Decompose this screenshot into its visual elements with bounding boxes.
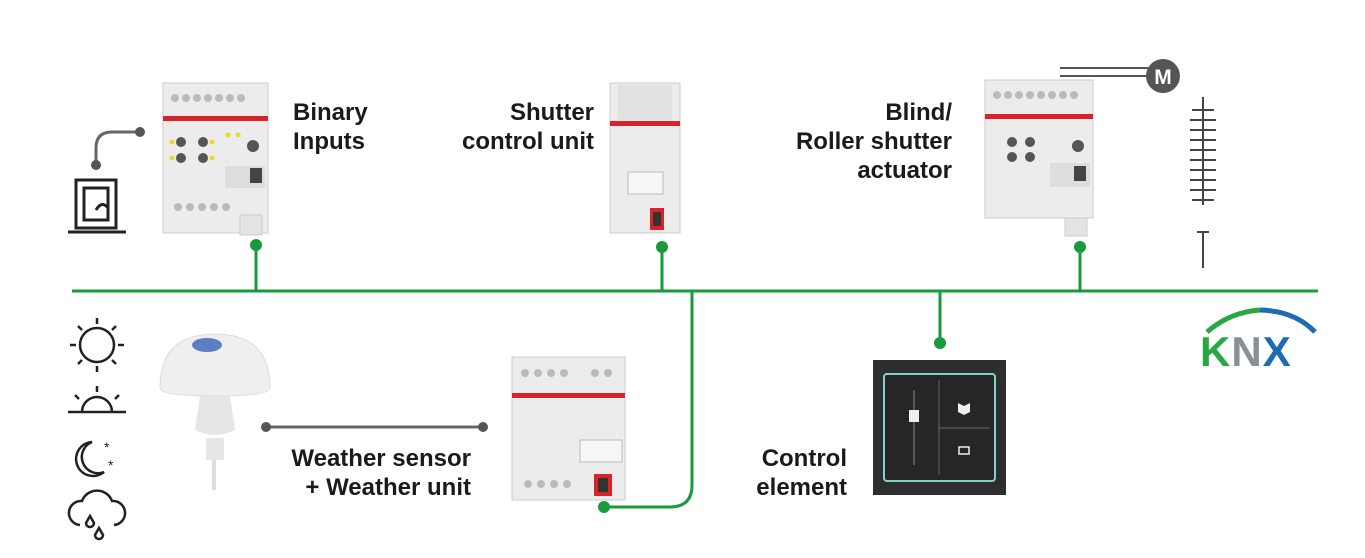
shutter-control-device bbox=[609, 82, 681, 234]
control-element-device bbox=[873, 360, 1006, 495]
blind-actuator-device bbox=[984, 79, 1094, 237]
binary-input-device bbox=[162, 82, 269, 236]
motor-icon bbox=[1060, 59, 1180, 93]
label-blind-actuator: Blind/ Roller shutter actuator bbox=[795, 99, 952, 184]
sunrise-icon bbox=[68, 386, 126, 414]
svg-text:*: * bbox=[108, 457, 114, 473]
bus-connection-dots bbox=[250, 239, 1086, 513]
sun-icon bbox=[70, 318, 124, 372]
knx-logo bbox=[1205, 307, 1317, 334]
motor-label: M bbox=[1154, 66, 1172, 89]
label-shutter-control-unit: Shutter control unit bbox=[462, 99, 594, 155]
weather-sensor-device bbox=[159, 333, 271, 490]
label-control-element: Control element bbox=[756, 445, 847, 501]
label-weather-sensor: Weather sensor + Weather unit bbox=[291, 445, 471, 501]
weather-unit-device bbox=[511, 356, 626, 501]
svg-text:*: * bbox=[104, 439, 110, 455]
knx-bus bbox=[72, 245, 1318, 509]
knx-logo-text: KNX bbox=[1200, 328, 1292, 375]
window-contact-icon bbox=[68, 178, 126, 234]
blind-icon bbox=[1190, 97, 1216, 268]
sensor-wires bbox=[94, 130, 483, 429]
moon-stars-icon: ** bbox=[74, 439, 114, 478]
rain-cloud-icon bbox=[67, 489, 127, 541]
label-binary-inputs: Binary Inputs bbox=[293, 99, 368, 155]
